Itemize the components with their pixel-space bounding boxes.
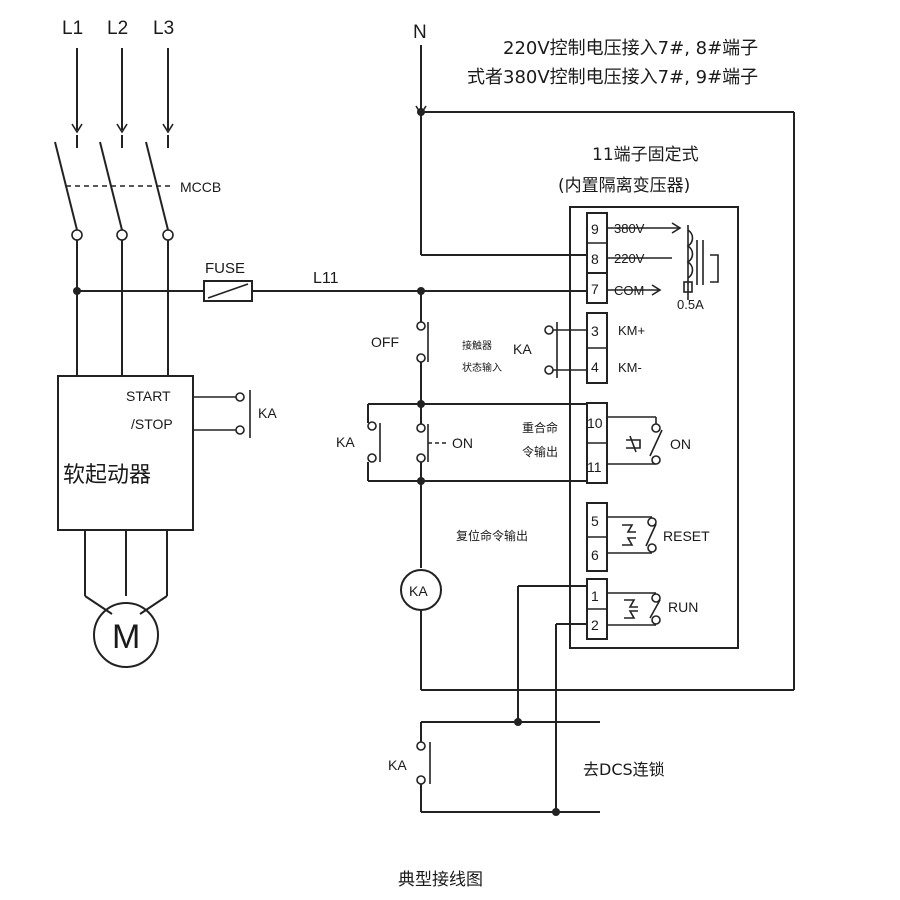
reset-cmd-text: 复位命令输出: [456, 528, 528, 543]
km-feedback-contact: [544, 322, 587, 378]
terminal-8: 8: [591, 251, 599, 267]
fuse: [203, 280, 253, 302]
mccb-label: MCCB: [180, 179, 221, 195]
phase-l1-label: L1: [62, 18, 83, 39]
note-line2: 式者380V控制电压接入7#, 9#端子: [467, 67, 758, 88]
terminal-strip: [586, 212, 608, 640]
start-label: START: [126, 388, 171, 404]
km-plus-label: KM+: [618, 323, 645, 338]
motor-symbol: [93, 602, 159, 668]
terminal-2: 2: [591, 617, 599, 633]
terminal-4: 4: [591, 359, 599, 375]
fuse-label: FUSE: [205, 260, 245, 277]
transformer-symbol: [607, 222, 719, 300]
on-switch-label: ON: [452, 435, 473, 451]
terminal-6: 6: [591, 547, 599, 563]
phase-lines: [71, 48, 174, 134]
motor-label: M: [112, 618, 140, 656]
internal-on-contact: [607, 416, 663, 465]
dcs-wiring: [416, 585, 600, 816]
ka-self-hold-label: KA: [336, 434, 355, 450]
terminal-9: 9: [591, 221, 599, 237]
km-minus-label: KM-: [618, 360, 642, 375]
feedback-text2: 状态输入: [462, 361, 502, 374]
l11-label: L11: [313, 270, 339, 287]
off-switch: [416, 291, 429, 408]
terminal-11: 11: [587, 459, 602, 475]
v380-label: 380V: [614, 221, 645, 236]
terminal-1: 1: [591, 588, 599, 604]
feedback-text1: 接触器: [462, 339, 492, 352]
terminal-5: 5: [591, 513, 599, 529]
close-cmd-text2: 令输出: [522, 444, 558, 459]
close-cmd-text1: 重合命: [522, 420, 558, 435]
phase-l3-label: L3: [153, 18, 174, 39]
module-outline: [569, 206, 739, 649]
phase-lines-lower: [73, 240, 204, 376]
phase-l2-label: L2: [107, 18, 128, 39]
ka-coil-label: KA: [409, 583, 428, 599]
run-label: RUN: [668, 599, 698, 615]
reset-label: RESET: [663, 528, 710, 544]
v220-label: 220V: [614, 251, 645, 266]
note-line1: 220V控制电压接入7#, 8#端子: [503, 38, 758, 59]
fuse-rating-label: 0.5A: [677, 297, 704, 312]
on-ka-network: [367, 403, 587, 568]
reset-contact: [607, 516, 657, 554]
mccb-breaker: [54, 135, 174, 241]
soft-starter-ka-label: KA: [258, 405, 277, 421]
ka-dcs-label: KA: [388, 757, 407, 773]
neutral-label: N: [413, 22, 427, 43]
motor-wiring: [84, 530, 168, 615]
diagram-caption: 典型接线图: [398, 870, 483, 890]
internal-on-label: ON: [670, 436, 691, 452]
module-title2: (内置隔离变压器): [558, 176, 690, 196]
run-contact: [607, 592, 661, 626]
off-label: OFF: [371, 334, 399, 350]
soft-starter-ka-contact: [193, 390, 251, 438]
stop-label: /STOP: [131, 416, 173, 432]
terminal-10: 10: [587, 415, 603, 431]
ka-feedback-label: KA: [513, 341, 532, 357]
module-title1: 11端子固定式: [592, 145, 699, 165]
terminal-3: 3: [591, 323, 599, 339]
terminal-7: 7: [591, 281, 599, 297]
soft-starter-label: 软起动器: [63, 463, 151, 488]
neutral-wiring: [415, 45, 795, 691]
dcs-label: 去DCS连锁: [583, 760, 665, 779]
com-label: COM: [614, 283, 644, 298]
